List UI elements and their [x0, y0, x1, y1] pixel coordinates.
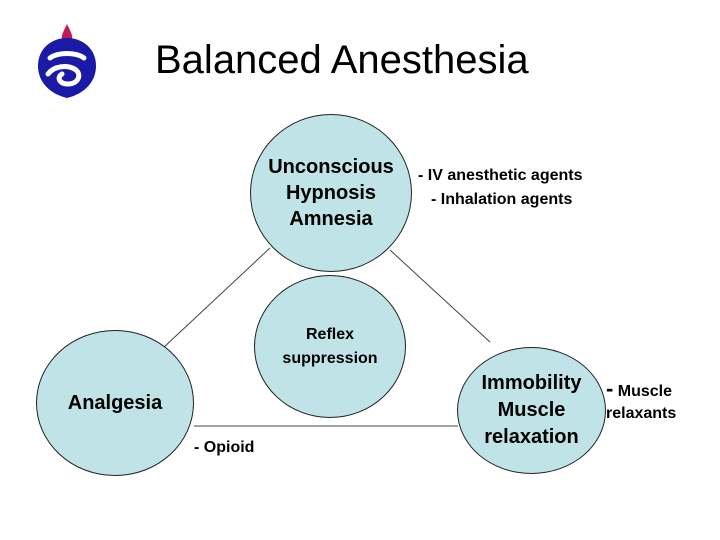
node-label: Reflex	[305, 325, 355, 343]
node-label: suppression	[282, 349, 378, 367]
node-label: Immobility	[481, 372, 582, 394]
node-reflex-suppression: Reflex suppression	[254, 275, 406, 418]
annotation-hypnosis-agents: - IV anesthetic agents - Inhalation agen…	[418, 164, 638, 212]
annotation-opioid: - Opioid	[194, 439, 255, 456]
annotation-line: Muscle	[617, 383, 673, 400]
node-label: Muscle	[497, 399, 566, 421]
node-immobility: Immobility Muscle relaxation	[457, 347, 606, 474]
node-unconscious: Unconscious Hypnosis Amnesia	[250, 114, 412, 272]
node-analgesia: Analgesia	[36, 330, 194, 476]
annotation-dash: -	[606, 376, 614, 401]
node-label: Amnesia	[289, 208, 373, 230]
node-label: Hypnosis	[285, 182, 377, 204]
institution-logo-icon	[38, 24, 96, 98]
connector-top-right	[389, 249, 491, 343]
connector-top-left	[162, 247, 271, 349]
annotation-muscle-relaxants: - Muscle relaxants	[606, 378, 716, 425]
annotation-line: - IV anesthetic agents	[418, 167, 583, 184]
node-label: relaxation	[484, 426, 579, 448]
annotation-line: relaxants	[606, 405, 677, 422]
slide-title: Balanced Anesthesia	[155, 38, 529, 82]
node-label: Analgesia	[67, 391, 163, 414]
annotation-line: - Inhalation agents	[431, 191, 573, 208]
node-label: Unconscious	[268, 156, 394, 178]
